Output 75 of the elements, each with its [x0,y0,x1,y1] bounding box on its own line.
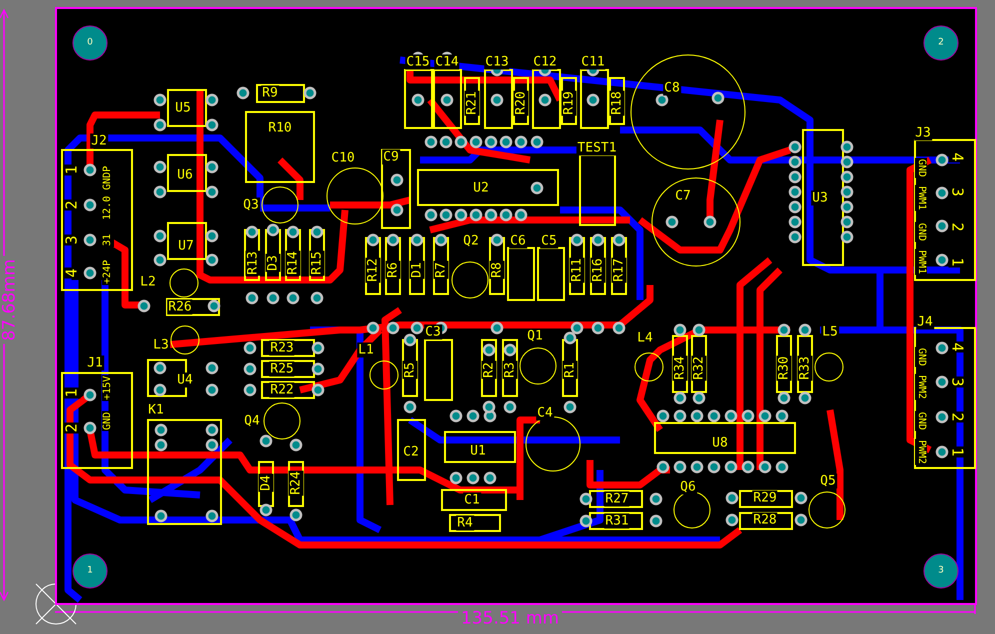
component-designator: R14 [286,250,300,276]
component-designator: R4 [456,516,474,530]
net-label: GND [915,158,927,178]
component-designator: R1 [562,361,578,379]
net-label: 31 [102,232,114,248]
component-designator: C14 [434,54,460,70]
component-designator: C6 [509,234,527,248]
component-designator: R32 [692,355,706,381]
component-designator: Q4 [243,414,261,428]
component-designator: R18 [610,90,624,116]
component-designator: U3 [811,190,829,206]
component-designator: D1 [410,261,424,279]
component-designator: R8 [490,261,504,279]
component-designator: C3 [424,324,442,340]
component-designator: R16 [590,257,606,283]
pin-number: 1 [948,256,966,268]
net-label: PWM2 [915,438,927,466]
component-designator: D4 [258,474,274,492]
component-designator: R15 [310,250,324,276]
pin-number: 4 [948,151,966,163]
component-designator: R3 [502,361,518,379]
component-designator: R21 [464,90,480,116]
pin-number: 2 [64,422,80,434]
component-designator: R22 [269,382,295,398]
component-designator: R24 [288,470,304,496]
component-designator: R27 [604,492,630,506]
component-designator: R13 [246,250,260,276]
component-designator: Q3 [242,198,260,212]
component-designator: R33 [798,355,812,381]
component-designator: J3 [914,126,932,140]
component-designator: Q5 [819,474,837,488]
component-designator: C9 [382,150,400,164]
component-designator: C12 [532,54,558,70]
component-designator: Q1 [526,328,544,344]
component-designator: R6 [386,261,400,279]
mounting-hole-number: 3 [938,566,944,576]
net-label: PWM1 [915,248,927,276]
net-label: PWM1 [915,184,927,212]
component-designator: R2 [482,361,496,379]
mounting-hole-number: 0 [87,38,93,48]
net-label: GND [915,346,927,368]
component-designator: C4 [536,406,554,420]
component-designator: R23 [269,340,295,356]
component-designator: R31 [604,514,630,528]
component-designator: U4 [176,372,194,388]
pin-number: 1 [64,387,80,399]
component-designator: C11 [580,54,606,70]
component-designator: C13 [484,54,510,70]
component-designator: J1 [86,356,104,370]
component-designator: R12 [366,257,380,283]
component-designator: J2 [90,134,108,148]
component-designator: Q2 [462,234,480,248]
component-designator: Q6 [679,480,697,494]
component-designator: D3 [266,254,280,272]
net-label: PWM2 [915,374,927,400]
component-designator: R11 [570,257,584,283]
component-designator: C5 [540,234,558,248]
component-designator: R26 [167,300,193,314]
component-designator: J4 [916,314,934,330]
component-designator: R19 [562,90,576,116]
component-designator: R7 [434,261,448,279]
component-designator: R25 [269,362,295,376]
component-designator: R5 [402,361,418,379]
component-designator: R34 [672,355,688,381]
component-designator: TEST1 [576,140,618,156]
component-designator: R30 [776,355,792,381]
net-label: GND [915,222,927,242]
component-designator: C15 [405,54,431,70]
component-designator: R17 [612,257,626,283]
component-designator: R20 [514,90,528,116]
net-label: GND [915,410,927,432]
component-designator: L1 [357,342,375,358]
mounting-hole-number: 2 [938,38,944,48]
mounting-hole-number: 1 [87,566,93,576]
component-designator: C8 [663,80,681,96]
